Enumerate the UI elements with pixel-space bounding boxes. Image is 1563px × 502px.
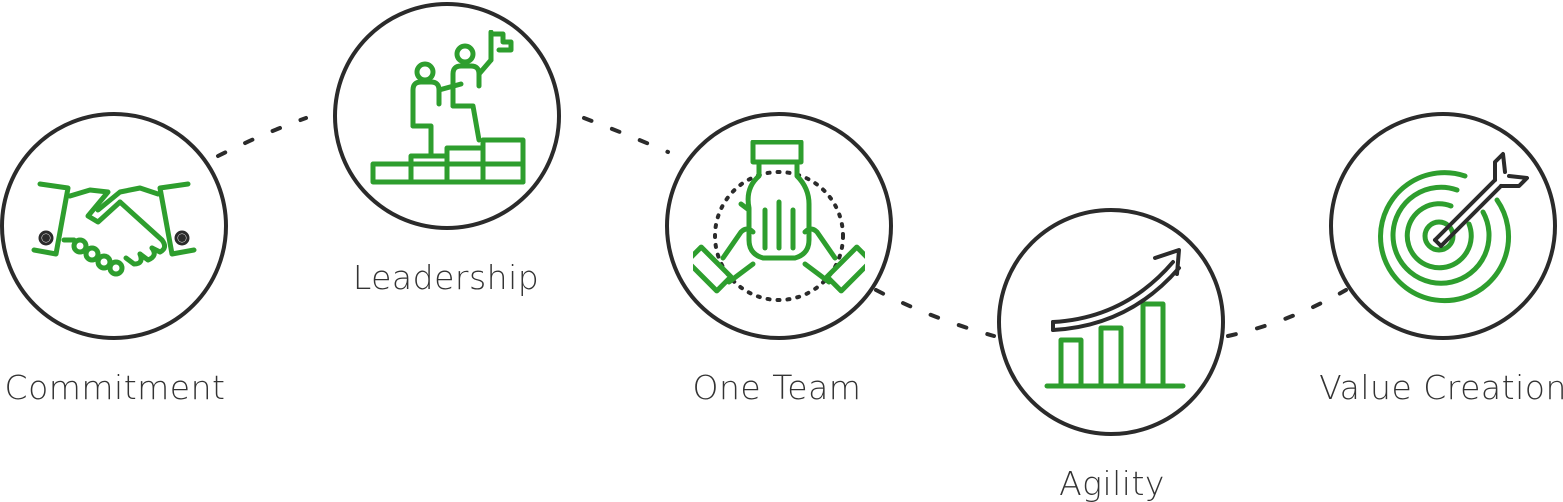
target-arrow-icon [1378,152,1529,304]
connector-commitment-leadership [216,116,308,158]
step-agility [997,208,1225,436]
step-label-leadership: Leadership [352,258,540,297]
step-one-team [665,112,893,340]
handshake-icon [31,181,197,277]
step-commitment [0,112,228,340]
step-leadership [333,2,561,230]
step-value-creation [1329,112,1557,340]
team-hands-icon [693,140,865,302]
step-label-agility: Agility [1059,464,1165,502]
step-label-commitment: Commitment [4,368,226,407]
step-label-value-creation: Value Creation [1319,368,1563,407]
connector-oneteam-agility [874,288,996,338]
connector-leadership-oneteam [582,116,670,154]
step-label-one-team: One Team [692,368,862,407]
connector-agility-value [1226,288,1348,338]
growth-chart-icon [1044,248,1186,389]
climbing-steps-icon [370,30,526,185]
